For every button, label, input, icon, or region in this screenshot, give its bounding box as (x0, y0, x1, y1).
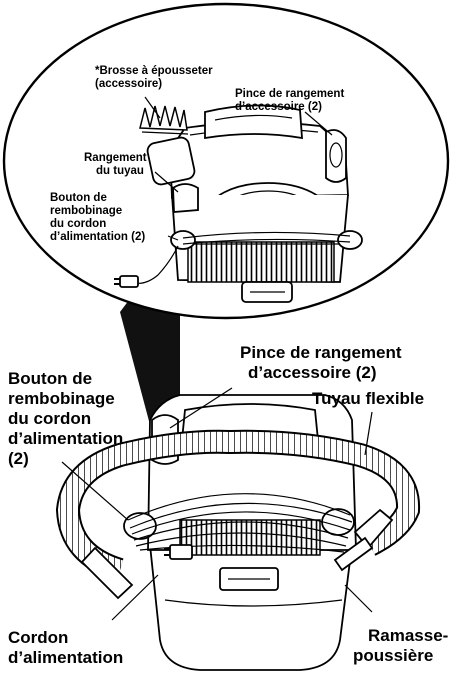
label-power-cord: Cordon d’alimentation (8, 628, 123, 667)
leader-clip-main (169, 387, 233, 429)
leader-hose-storage (154, 171, 179, 193)
leader-cord-button-main (61, 461, 129, 521)
main-vacuum (55, 394, 421, 671)
brush-bristles (139, 105, 188, 131)
label-accessory-clip-inset: Pince de rangement d’accessoire (2) (235, 88, 348, 113)
leader-clip-inset (304, 111, 333, 136)
label-dust-collector: Ramasse- poussière (353, 626, 453, 665)
label-cord-rewind-button-inset: Bouton de rembobinage du cordon d’alimen… (50, 192, 145, 243)
leader-hose (364, 411, 373, 456)
inset-vacuum-top (114, 104, 363, 303)
leader-dust (344, 584, 373, 613)
label-accessory-clip-main: Pince de rangement d’accessoire (2) (240, 343, 406, 382)
leader-cord-button-inset (167, 235, 179, 241)
label-dust-brush: *Brosse à épousseter (accessoire) (95, 65, 216, 90)
label-cord-rewind-button-main: Bouton de rembobinage du cordon d’alimen… (8, 369, 128, 468)
label-hose-storage: Rangement du tuyau (84, 152, 150, 177)
leader-brush (144, 96, 161, 119)
label-flexible-hose: Tuyau flexible (312, 389, 424, 408)
leader-cord (111, 574, 159, 621)
canister-body (149, 544, 354, 671)
magnifier-inset: *Brosse à épousseter (accessoire) Pince … (2, 2, 450, 455)
